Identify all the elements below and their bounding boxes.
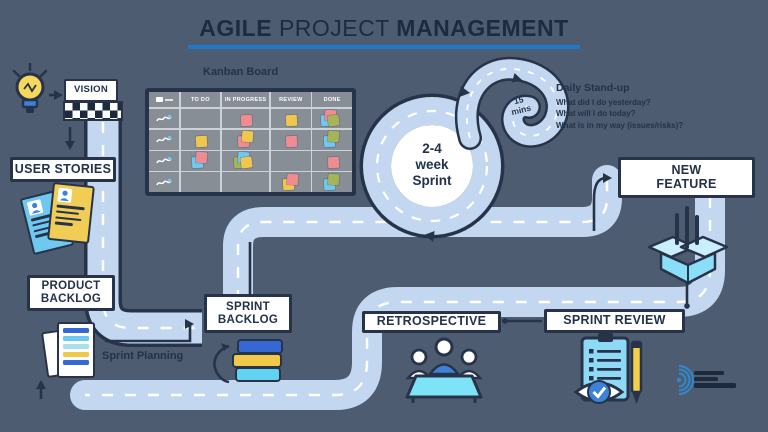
kanban-cell	[312, 129, 352, 150]
kanban-column-header: REVIEW	[270, 92, 311, 107]
daily-standup-note: Daily Stand-up What did I do yesterday? …	[556, 82, 736, 131]
standup-question: What is in my way (issues/risks)?	[556, 120, 684, 130]
sticky-note	[327, 130, 340, 143]
sprint-loop-label: 2-4 week Sprint	[412, 141, 452, 188]
node-retrospective: RETROSPECTIVE	[362, 311, 501, 333]
sticky-note	[240, 156, 253, 170]
standup-question: What will I do today?	[556, 109, 636, 119]
runner-icon	[149, 151, 179, 171]
kanban-board-title: Kanban Board	[203, 66, 279, 78]
kanban-cell	[270, 129, 311, 150]
sprint-backlog-stack-icon	[212, 338, 283, 390]
kanban-cell	[221, 108, 270, 129]
title-word-management: MANAGEMENT	[396, 15, 569, 41]
sticky-note	[286, 173, 299, 186]
avatar	[57, 187, 73, 203]
daily-standup-title: Daily Stand-up	[556, 82, 630, 94]
kanban-corner-logo	[149, 92, 179, 107]
runner-icon	[149, 172, 179, 192]
sticky-note	[327, 173, 340, 186]
kanban-column-header: IN PROGRESS	[221, 92, 270, 107]
kanban-column-header: DONE	[312, 92, 352, 107]
new-feature-box-icon	[647, 206, 729, 285]
sticky-note	[326, 114, 340, 127]
runner-icon	[149, 108, 179, 129]
retrospective-meeting-icon	[405, 337, 483, 403]
runner-icon	[149, 129, 179, 150]
node-vision: VISION	[64, 79, 118, 102]
doc-front-page	[57, 322, 95, 378]
title-word-agile: AGILE	[199, 15, 273, 41]
title-word-project: PROJECT	[278, 15, 390, 41]
cycle-arrow-icon	[213, 343, 230, 384]
kanban-cell	[180, 172, 221, 192]
kanban-cell	[270, 151, 311, 171]
standup-question: What did I do yesterday?	[556, 98, 651, 107]
sticky-note	[195, 151, 208, 164]
sprint-review-icon	[573, 333, 643, 404]
sticky-note	[286, 135, 298, 148]
sticky-note	[327, 157, 339, 169]
story-card-blue	[19, 188, 75, 256]
node-new-feature: NEW FEATURE	[618, 157, 755, 198]
kanban-cell	[221, 129, 270, 150]
logo-text-lines	[694, 371, 736, 388]
sticky-note	[195, 135, 208, 148]
kanban-cell	[270, 172, 311, 192]
sticky-note	[286, 114, 298, 127]
node-sprint-review: SPRINT REVIEW	[544, 309, 685, 333]
kanban-cell	[180, 151, 221, 171]
kanban-cell	[312, 172, 352, 192]
sticky-note	[241, 130, 254, 143]
kanban-cell	[221, 172, 270, 192]
kanban-cell	[180, 129, 221, 150]
sprint-planning-doc-icon	[40, 322, 100, 382]
kanban-cell	[221, 151, 270, 171]
brand-logo	[676, 365, 736, 395]
story-card-yellow	[47, 181, 95, 245]
page-title: AGILE PROJECT MANAGEMENT	[0, 15, 768, 49]
node-user-stories: USER STORIES	[10, 157, 116, 182]
stacked-bars	[232, 339, 283, 382]
kanban-cell	[312, 151, 352, 171]
checkered-flag-icon	[63, 101, 123, 121]
kanban-cell	[312, 108, 352, 129]
user-story-cards-icon	[19, 181, 106, 264]
node-sprint-backlog: SPRINT BACKLOG	[204, 294, 292, 333]
avatar	[27, 199, 44, 216]
kanban-cell	[270, 108, 311, 129]
node-product-backlog: PRODUCT BACKLOG	[27, 275, 115, 311]
sprint-planning-label: Sprint Planning	[102, 350, 184, 362]
title-underline	[188, 45, 580, 49]
kanban-cell	[180, 108, 221, 129]
sticky-note	[240, 114, 253, 127]
lightbulb-icon	[12, 62, 48, 113]
kanban-column-header: TO DO	[180, 92, 221, 107]
